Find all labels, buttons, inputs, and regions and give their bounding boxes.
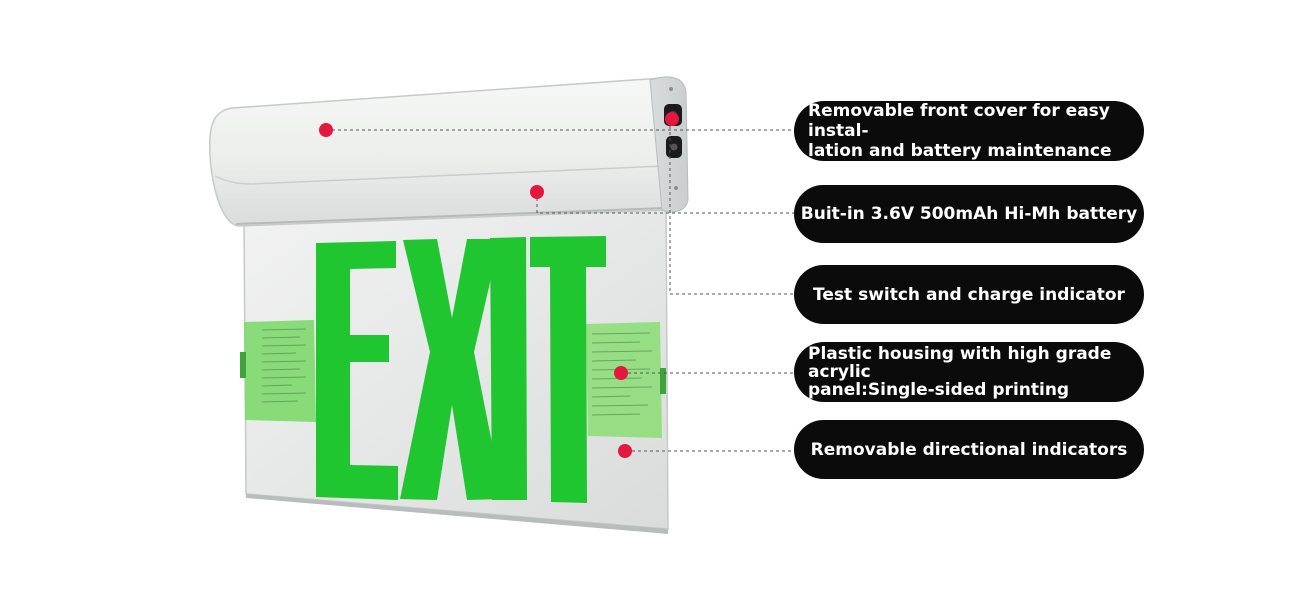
marker-front-cover bbox=[319, 123, 333, 137]
marker-housing-panel bbox=[614, 366, 628, 380]
marker-test-switch bbox=[665, 112, 679, 126]
callout-test-switch: Test switch and charge indicator bbox=[794, 265, 1144, 324]
marker-directional-indicator bbox=[618, 444, 632, 458]
callout-housing-panel-line1: Plastic housing with high grade acrylic bbox=[808, 344, 1112, 382]
letter-e bbox=[316, 241, 398, 500]
callout-battery-text: Buit-in 3.6V 500mAh Hi-Mh battery bbox=[800, 204, 1138, 224]
callout-test-switch-text: Test switch and charge indicator bbox=[813, 284, 1125, 305]
callout-markers bbox=[319, 112, 679, 458]
callout-front-cover-line2: lation and battery maintenance bbox=[808, 141, 1112, 161]
callout-battery: Buit-in 3.6V 500mAh Hi-Mh battery bbox=[794, 185, 1144, 243]
callout-front-cover-line1: Removable front cover for easy instal- bbox=[808, 101, 1110, 141]
marker-battery bbox=[530, 185, 544, 199]
letter-i bbox=[490, 237, 527, 500]
left-directional-indicator bbox=[240, 320, 316, 422]
letter-x bbox=[400, 239, 503, 500]
callout-housing-panel: Plastic housing with high grade acrylic … bbox=[794, 342, 1144, 402]
letter-t bbox=[530, 236, 606, 503]
housing bbox=[209, 76, 689, 227]
right-directional-indicator bbox=[586, 322, 666, 438]
callout-front-cover: Removable front cover for easy instal- l… bbox=[794, 101, 1144, 161]
callout-directional-indicators-text: Removable directional indicators bbox=[810, 439, 1128, 460]
exit-letters bbox=[316, 236, 606, 503]
callout-directional-indicators: Removable directional indicators bbox=[794, 420, 1144, 479]
callout-housing-panel-line2: panel:Single-sided printing bbox=[808, 380, 1070, 400]
